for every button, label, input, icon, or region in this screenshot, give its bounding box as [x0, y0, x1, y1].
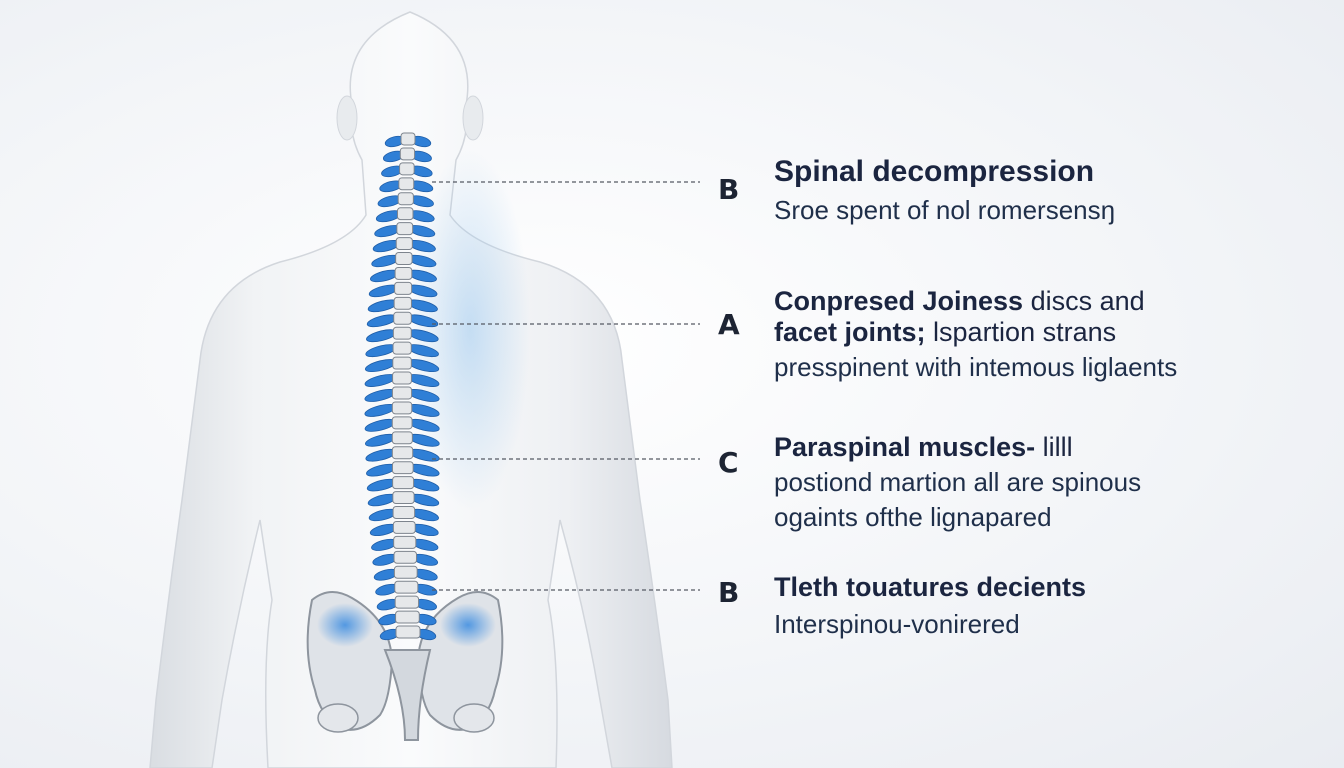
vertebra: [394, 281, 413, 295]
callout-heading: Paraspinal muscles- lilll: [774, 432, 1141, 463]
vertebra: [392, 356, 412, 370]
vertebra: [393, 565, 418, 579]
vertebra: [399, 147, 416, 161]
vertebra: [392, 341, 412, 355]
vertebra: [391, 461, 414, 475]
vertebra: [391, 401, 413, 415]
vertebra: [394, 580, 419, 594]
vertebra: [391, 386, 413, 400]
callout-line: postiond martion all are spinous: [774, 467, 1142, 497]
vertebra: [395, 610, 420, 624]
vertebra: [399, 162, 415, 176]
callout-heading-bold: Paraspinal muscles-: [774, 432, 1036, 462]
callout-letter: C: [718, 446, 739, 479]
callout-heading-rest: discs and: [1023, 286, 1145, 316]
vertebra: [395, 625, 421, 639]
vertebra: [394, 595, 420, 609]
callout-line: presspinent with intemous liglaents: [774, 352, 1178, 382]
vertebra: [393, 535, 417, 549]
callout-letter: A: [718, 308, 740, 341]
vertebra: [395, 237, 413, 251]
vertebra: [400, 132, 416, 146]
callout-line: ogaints ofthe lignapared: [774, 502, 1052, 532]
leader-lines: [432, 181, 700, 591]
vertebra: [392, 326, 412, 340]
vertebra: [392, 371, 412, 385]
spine: [364, 132, 440, 641]
callout-heading-2: facet joints; lspartion strans: [774, 317, 1177, 348]
callout-heading-bold: Conpresed Joiness: [774, 286, 1024, 316]
vertebra: [391, 416, 413, 430]
vertebra: [392, 491, 415, 505]
callout-heading: Conpresed Joiness discs and: [774, 286, 1177, 317]
vertebra: [396, 222, 414, 236]
vertebra: [392, 476, 415, 490]
vertebra: [398, 177, 415, 191]
glow-highlight: [410, 150, 530, 510]
callout-heading-bold: facet joints;: [774, 317, 926, 347]
vertebra: [391, 431, 413, 445]
pelvis: [306, 591, 504, 741]
callout-line: Sroe spent of nol romersensŋ: [774, 195, 1116, 225]
vertebra: [393, 550, 417, 564]
callout-letter: B: [718, 576, 740, 609]
callout-heading-rest: lspartion strans: [925, 317, 1117, 347]
vertebra: [392, 520, 416, 534]
vertebra: [394, 266, 413, 280]
callout-heading: Spinal decompression: [774, 155, 1095, 188]
vertebra: [397, 192, 414, 206]
vertebra: [396, 207, 414, 221]
callout-heading: Tleth touatures decients: [774, 572, 1087, 602]
callout-heading-rest: lilll: [1035, 432, 1073, 462]
vertebra: [393, 311, 412, 325]
vertebra: [392, 506, 416, 519]
vertebra: [395, 252, 413, 265]
callout-line: Interspinou-vonirered: [774, 609, 1020, 639]
vertebra: [391, 446, 414, 460]
vertebra: [393, 296, 412, 310]
callout-letter: B: [718, 173, 740, 206]
